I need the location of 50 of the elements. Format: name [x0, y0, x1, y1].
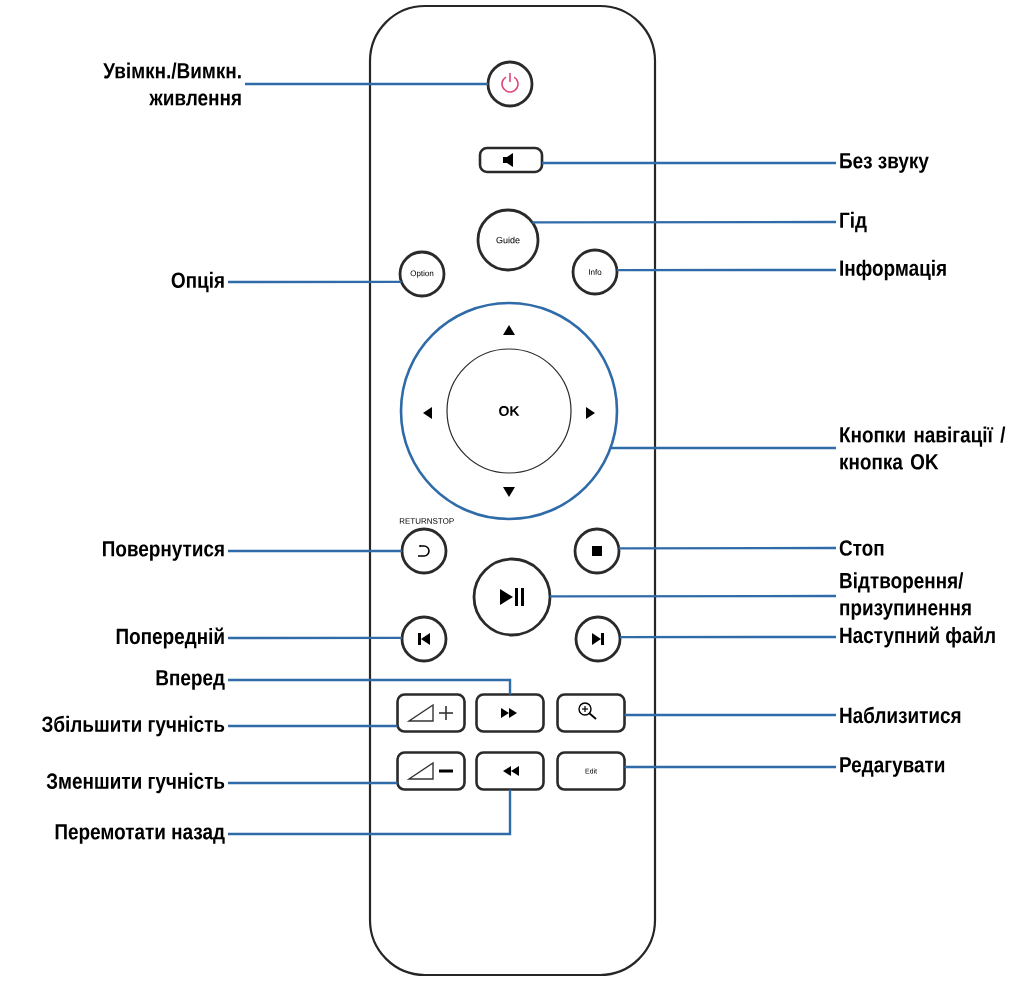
rectangular-button: [478, 146, 544, 174]
rectangular-button: [396, 693, 466, 733]
callout-label: Стоп: [839, 540, 884, 556]
round-button: [472, 557, 552, 637]
callout-label: Перемотати назад: [55, 824, 225, 844]
callout-label: Інформація: [840, 259, 946, 281]
rectangular-button: [396, 751, 466, 791]
round-button: Info: [571, 248, 619, 296]
round-button: [486, 60, 534, 108]
round-button: Option: [398, 250, 446, 298]
leader-line: [619, 635, 836, 639]
callout-label: Наблизитися: [840, 706, 961, 724]
rectangular-button: [475, 693, 545, 733]
callout-label: Повернутися: [103, 541, 224, 561]
leader-line: [616, 268, 836, 272]
leader-line: [228, 781, 398, 785]
callout-label: Відтворення/ призупинення: [840, 572, 971, 620]
leader-line: [610, 446, 836, 450]
leader-line: [228, 280, 402, 284]
round-button: [400, 527, 448, 575]
callout-label: Увімкн./Вимкн. живлення: [103, 62, 241, 106]
leader-line: [618, 546, 836, 550]
leader-line: [542, 161, 836, 165]
callout-label: Без звуку: [840, 153, 929, 173]
ok-button: OK: [446, 348, 572, 474]
round-button: [400, 615, 448, 663]
leader-line: [245, 82, 488, 86]
round-button: Guide: [476, 208, 540, 272]
callout-label: Гід: [840, 211, 867, 233]
leader-line: [228, 724, 398, 728]
callout-label: Попередній: [116, 627, 224, 649]
leader-line: [532, 220, 836, 224]
rectangular-button: [556, 693, 626, 733]
leader-line: [624, 765, 836, 769]
callout-label: Збільшити гучність: [41, 715, 225, 737]
callout-label: Наступний файл: [840, 626, 995, 648]
callout-label: Редагувати: [840, 757, 945, 777]
leader-line: [228, 636, 403, 640]
callout-label: Вперед: [156, 670, 225, 690]
callout-label: Опція: [171, 271, 224, 293]
rectangular-button: [475, 751, 545, 791]
leader-line: [228, 549, 402, 553]
leader-line: [550, 594, 836, 598]
leader-line: [228, 789, 512, 836]
callout-label: Кнопки навігації / кнопка OK: [840, 426, 1006, 470]
round-button: [573, 527, 621, 575]
callout-label: Зменшити гучність: [46, 772, 225, 794]
leader-line: [624, 713, 836, 717]
leader-line: [228, 678, 512, 695]
round-button: [574, 615, 622, 663]
